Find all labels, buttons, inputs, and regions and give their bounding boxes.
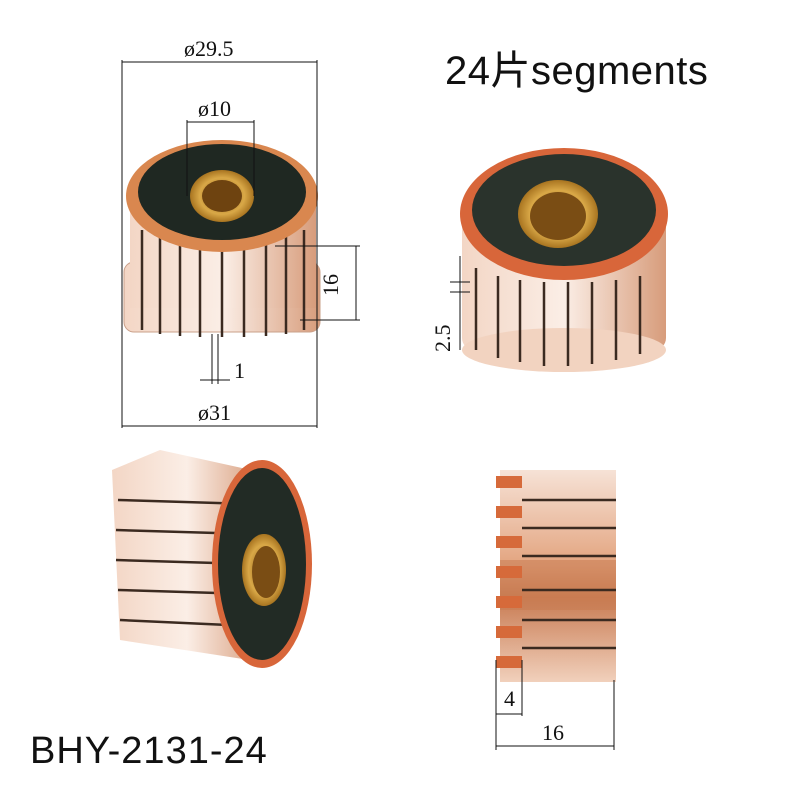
dim-side-length: 16: [542, 720, 564, 745]
angled-view-commutator: 2.5: [430, 148, 668, 372]
front-view-commutator: ø29.5 ø10 16 1 ø31: [121, 36, 360, 428]
dim-side-step: 4: [504, 686, 515, 711]
dim-bore: ø10: [198, 96, 231, 121]
dim-outer-bottom: ø31: [198, 400, 231, 425]
dim-outer-top: ø29.5: [184, 36, 234, 61]
dim-slot: 1: [234, 358, 245, 383]
side-view-commutator: 4 16: [495, 470, 616, 750]
segments-title: 24片segments: [445, 49, 709, 93]
dim-hook: 2.5: [430, 325, 455, 353]
side-angled-view-commutator: [112, 450, 312, 668]
dim-height: 16: [318, 274, 343, 296]
model-number: BHY-2131-24: [30, 730, 268, 772]
